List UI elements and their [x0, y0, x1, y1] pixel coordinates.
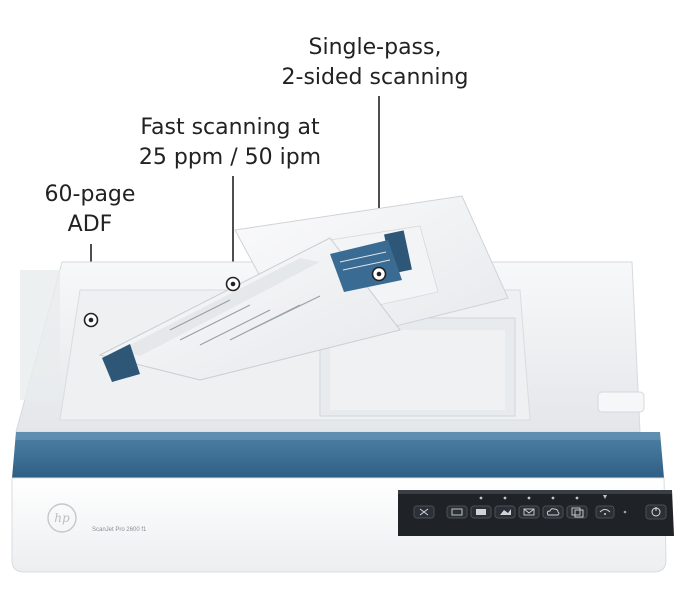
callout-speed: Fast scanning at 25 ppm / 50 ipm — [130, 113, 330, 173]
status-led — [623, 510, 627, 514]
hp-logo-text: hp — [54, 511, 70, 525]
scan-email-icon[interactable] — [518, 496, 540, 519]
callout-adf: 60-page ADF — [40, 180, 140, 240]
callout-adf-line2: ADF — [67, 212, 113, 237]
wifi-icon[interactable] — [595, 495, 615, 519]
callout-speed-line2: 25 ppm / 50 ipm — [138, 145, 322, 170]
callout-dots — [83, 266, 387, 328]
scan-copy-icon[interactable] — [566, 496, 588, 519]
callout-duplex-line1: Single-pass, — [308, 35, 442, 60]
scan-to-icon[interactable] — [446, 505, 468, 519]
scan-pdf-icon[interactable] — [470, 496, 492, 519]
scan-jpg-icon[interactable] — [494, 496, 516, 519]
callout-duplex-line2: 2-sided scanning — [281, 65, 469, 90]
paper-stack-front — [98, 237, 402, 382]
scan-cloud-icon[interactable] — [542, 496, 564, 519]
cancel-icon[interactable] — [413, 505, 435, 519]
hp-logo: hp — [47, 503, 77, 533]
control-panel-buttons — [413, 495, 667, 520]
model-label: ScanJet Pro 2600 f1 — [92, 527, 147, 533]
power-icon[interactable] — [645, 504, 667, 520]
callout-adf-line1: 60-page — [44, 182, 136, 207]
callout-duplex: Single-pass, 2-sided scanning — [280, 33, 470, 93]
callout-speed-line1: Fast scanning at — [140, 115, 320, 140]
scanner-accent-band — [12, 432, 664, 478]
